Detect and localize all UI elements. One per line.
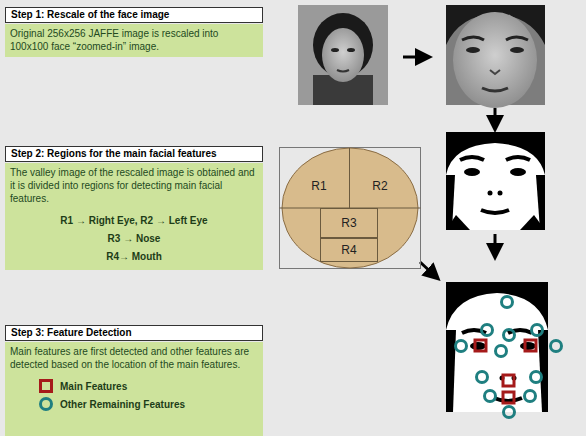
legend-text: Main Features: [60, 380, 127, 393]
box-text: Step 3: Feature Detection: [11, 327, 257, 339]
flow-arrow: [403, 57, 495, 275]
step-body: The valley image of the rescaled image i…: [5, 163, 263, 270]
original-photo: [298, 5, 388, 105]
zoomed-photo: [446, 5, 545, 108]
valley-image: [446, 132, 545, 230]
box-text: R2: [357, 176, 403, 196]
box-text: Original 256x256 JAFFE image is rescaled…: [10, 27, 258, 53]
region-key: R4→ Mouth: [10, 250, 258, 263]
legend: Main FeaturesOther Remaining Features: [10, 377, 258, 413]
square-marker: [38, 378, 54, 394]
box-text: Step 1: Rescale of the face image: [11, 9, 257, 21]
legend-row: Main Features: [38, 377, 258, 395]
box-text: R3: [341, 216, 356, 230]
region-key: R3 → Nose: [10, 232, 258, 245]
box-text: R1: [296, 176, 342, 196]
region-diagram: [280, 148, 421, 269]
box-text: Step 2: Regions for the main facial feat…: [11, 148, 257, 160]
circle-marker: [38, 396, 54, 412]
region-label: R1: [296, 176, 342, 196]
region-key: R1 → Right Eye, R2 → Left Eye: [10, 214, 258, 227]
legend-text: Other Remaining Features: [60, 398, 185, 411]
step-heading: Step 1: Rescale of the face image: [5, 7, 263, 23]
region-box: R3: [320, 208, 378, 238]
step-heading: Step 3: Feature Detection: [5, 325, 263, 341]
feature-image: [446, 282, 562, 418]
box-text: R4: [341, 243, 356, 257]
step-body: Original 256x256 JAFFE image is rescaled…: [5, 24, 263, 57]
box-text: The valley image of the rescaled image i…: [10, 166, 258, 205]
box-text: Main features are first detected and oth…: [10, 345, 258, 371]
region-box: R4: [320, 238, 378, 262]
region-label: R2: [357, 176, 403, 196]
step-heading: Step 2: Regions for the main facial feat…: [5, 146, 263, 162]
legend-row: Other Remaining Features: [38, 395, 258, 413]
step-body: Main features are first detected and oth…: [5, 342, 263, 436]
